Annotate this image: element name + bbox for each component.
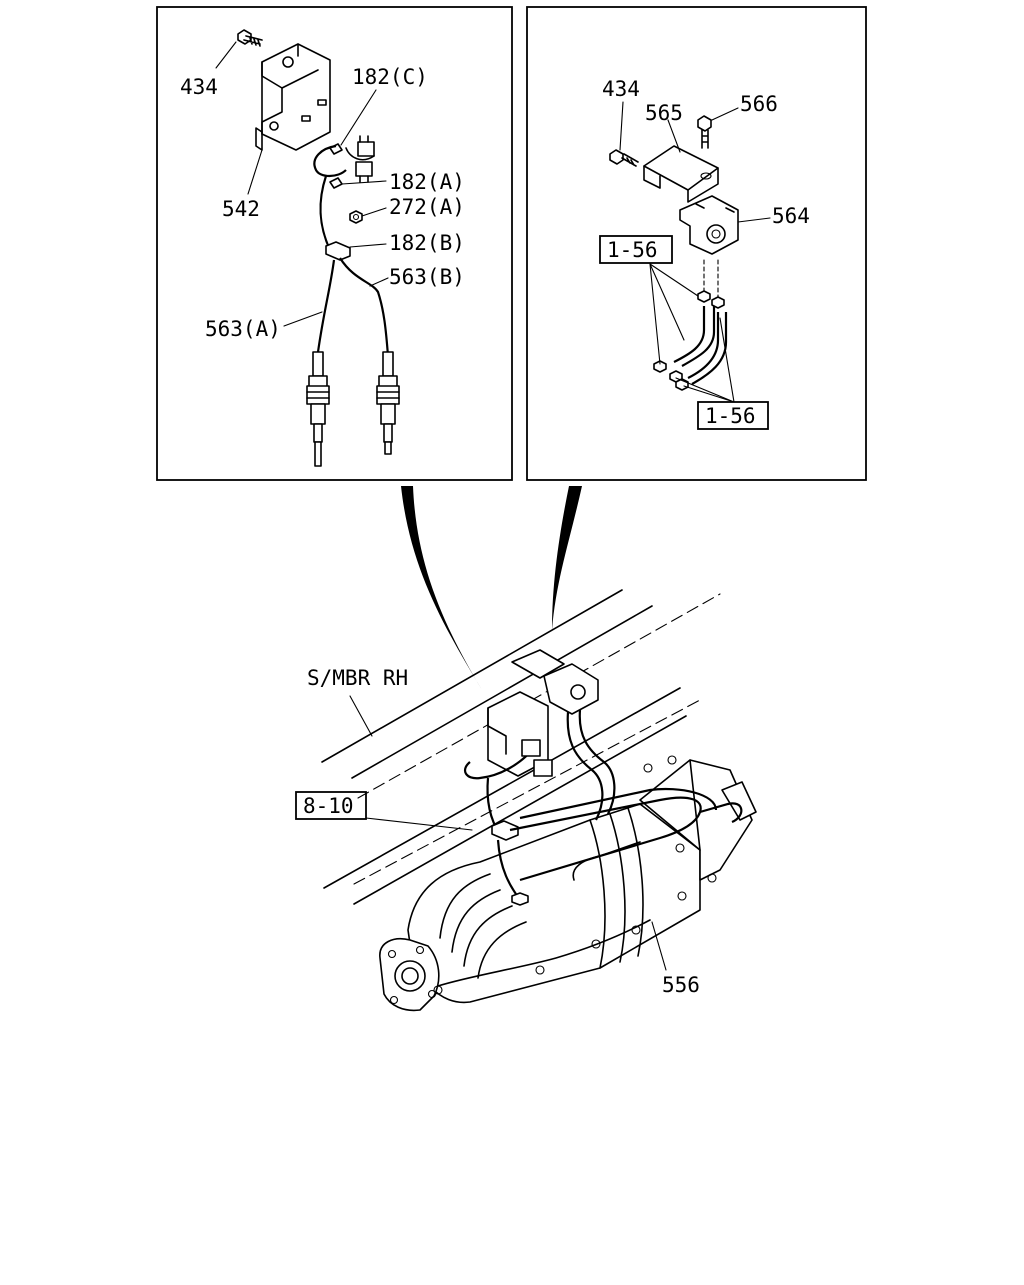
bolt-566 <box>697 107 739 149</box>
ref-label-bottom: 1-56 <box>705 404 756 428</box>
bolt-434-left <box>215 29 263 69</box>
left-inset: 434 182(C) 542 182(A) 272(A) 182(B) 563(… <box>156 6 513 481</box>
callout-434-right: 434 <box>602 77 640 101</box>
callout-556: 556 <box>662 973 700 997</box>
right-inset-frame <box>526 6 867 481</box>
hose-assembly <box>653 259 728 391</box>
sensor-564 <box>679 195 771 255</box>
callout-542: 542 <box>222 197 260 221</box>
detail-pointers <box>401 486 582 690</box>
bracket-542 <box>247 43 331 195</box>
callout-563b: 563(B) <box>389 265 465 289</box>
sensor-probe-563b <box>376 351 400 455</box>
frame-bracket-assembly <box>463 649 743 906</box>
ref-box-top <box>599 235 673 264</box>
callout-182a: 182(A) <box>389 170 465 194</box>
left-inset-frame <box>156 6 513 481</box>
sensor-harness <box>283 89 390 357</box>
frame-label: S/MBR RH <box>307 666 408 690</box>
right-inset: 434 565 566 564 1-56 1-56 <box>526 6 867 481</box>
main-assembly-view: S/MBR RH 8-10 556 <box>295 589 757 1012</box>
callout-566: 566 <box>740 92 778 116</box>
bracket-565 <box>643 119 719 203</box>
ref-box-main <box>295 791 367 820</box>
ref-leaders <box>649 263 735 403</box>
callout-564: 564 <box>772 204 810 228</box>
sensor-probe-563a <box>306 351 330 467</box>
callout-182b: 182(B) <box>389 231 465 255</box>
callout-565: 565 <box>645 101 683 125</box>
frame-rails <box>321 589 721 905</box>
callout-563a: 563(A) <box>205 317 281 341</box>
ref-label-top: 1-56 <box>607 238 658 262</box>
bolt-434-right <box>609 101 639 167</box>
callout-272a: 272(A) <box>389 195 465 219</box>
callout-182c: 182(C) <box>352 65 428 89</box>
ref-box-bottom <box>697 401 769 430</box>
ref-label-main: 8-10 <box>303 794 354 818</box>
callout-434-left: 434 <box>180 75 218 99</box>
